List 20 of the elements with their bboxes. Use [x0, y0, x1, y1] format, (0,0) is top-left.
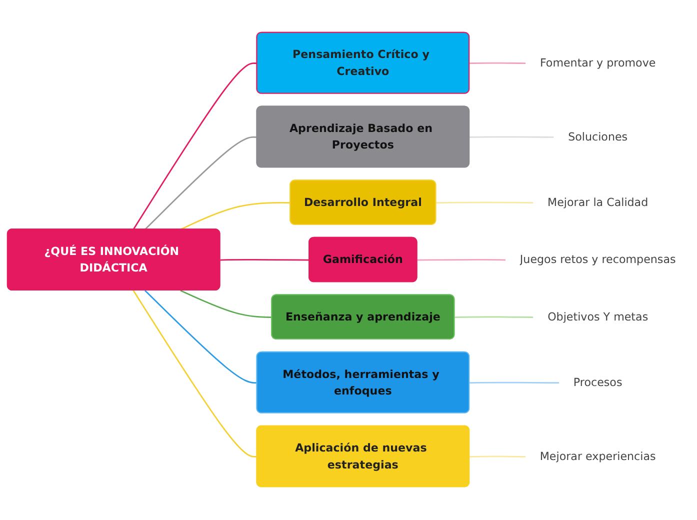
connector	[470, 136, 555, 138]
node-text: Mejorar experiencias	[540, 450, 656, 464]
connector	[417, 259, 507, 262]
connector	[144, 290, 258, 384]
node-text: Soluciones	[568, 130, 628, 144]
connector	[470, 382, 560, 384]
connector	[132, 63, 258, 230]
connector	[470, 62, 527, 64]
node-text: Objetivos Y metas	[548, 310, 648, 324]
connector	[132, 290, 258, 458]
connector	[220, 259, 310, 262]
node-text: Mejorar la Calidad	[548, 196, 648, 210]
node-text: Procesos	[573, 376, 622, 390]
connector	[180, 202, 291, 231]
connector	[180, 290, 272, 318]
connector	[144, 136, 258, 230]
connector	[454, 316, 534, 318]
node-text: Fomentar y promove	[540, 56, 656, 70]
connector	[436, 202, 534, 204]
connector	[470, 456, 526, 458]
